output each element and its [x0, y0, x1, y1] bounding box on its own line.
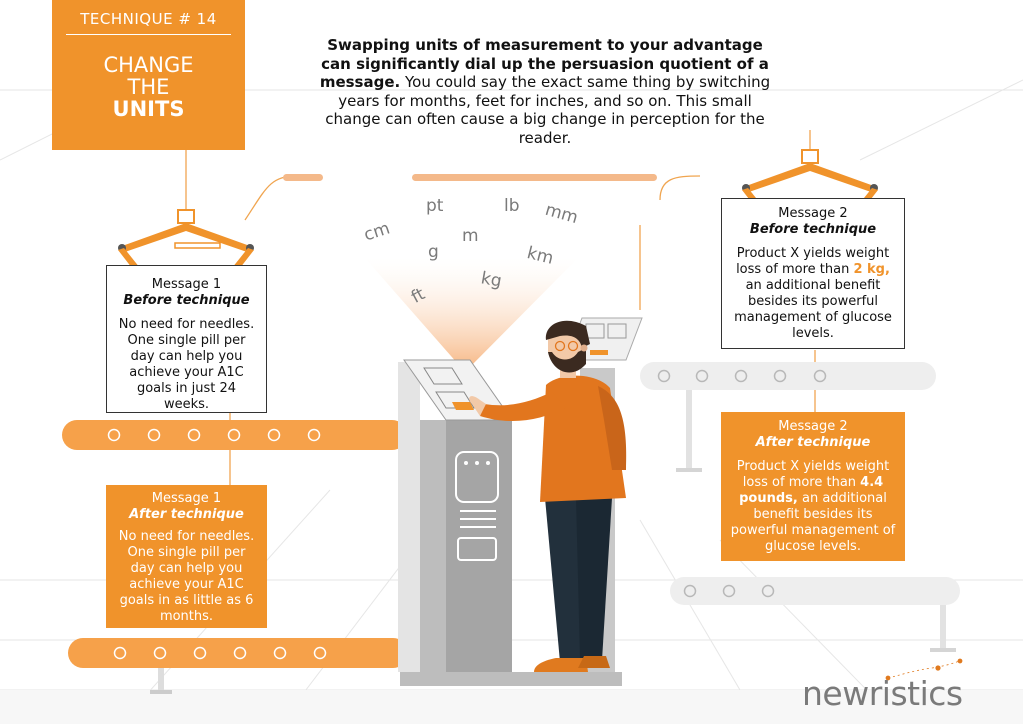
unit-label: pt — [426, 196, 444, 216]
technique-title-box: TECHNIQUE # 14 CHANGE THE UNITS — [52, 0, 245, 150]
card-body-text: an additional benefit besides its powerf… — [730, 491, 896, 554]
conveyor-left-top — [62, 420, 407, 450]
card-subtitle: After technique — [129, 507, 244, 522]
card-body-highlight: 4.4 pounds, — [739, 475, 884, 506]
top-bar-left — [283, 174, 323, 181]
conveyor-right-bottom — [670, 577, 960, 652]
projection-cone — [365, 258, 578, 372]
title-divider — [66, 34, 231, 35]
technique-number: TECHNIQUE # 14 — [80, 10, 217, 28]
card-subtitle: Before technique — [123, 293, 250, 308]
card-subtitle: After technique — [755, 435, 871, 450]
card-title: Message 1 — [151, 277, 222, 292]
logo-dots — [885, 658, 963, 681]
message2-after-card: Message 2 After technique Product X yiel… — [721, 412, 905, 561]
intro-paragraph: Swapping units of measurement to your ad… — [312, 36, 778, 148]
card-subtitle: Before technique — [749, 222, 877, 237]
card-body-text: an additional benefit besides its powerf… — [734, 278, 892, 341]
title-line-2: THE — [127, 75, 170, 99]
newristics-logo: newristics — [802, 674, 963, 713]
intro-rest: You could say the exact same thing by sw… — [325, 73, 771, 147]
conveyor-left-bottom — [68, 638, 408, 694]
card-body-text: Product X yields weight loss of more tha… — [736, 246, 890, 277]
man-figure — [469, 320, 627, 672]
intro-bold: Swapping units of measurement to your ad… — [319, 36, 769, 92]
top-bar-center — [412, 174, 657, 181]
card-body-highlight: 2 kg, — [853, 262, 890, 277]
message1-before-card: Message 1 Before technique No need for n… — [106, 265, 267, 413]
message1-after-card: Message 1 After technique No need for ne… — [106, 485, 267, 628]
conveyor-right-top — [640, 362, 936, 472]
unit-label: lb — [504, 196, 520, 216]
card-title: Message 2 — [778, 419, 848, 434]
card-body: Product X yields weight loss of more tha… — [730, 459, 896, 555]
card-body: No need for needles. One single pill per… — [118, 317, 255, 412]
card-body: No need for needles. One single pill per… — [118, 529, 255, 624]
title-line-1: CHANGE — [103, 53, 194, 77]
message2-before-card: Message 2 Before technique Product X yie… — [721, 198, 905, 349]
unit-label: m — [462, 226, 479, 246]
card-title: Message 1 — [151, 491, 222, 506]
card-body-text: Product X yields weight loss of more tha… — [736, 459, 890, 490]
unit-label: kg — [479, 268, 504, 292]
title-line-3: UNITS — [112, 97, 185, 121]
claw-left — [118, 209, 254, 268]
card-title: Message 2 — [778, 206, 848, 221]
card-body: Product X yields weight loss of more tha… — [730, 246, 896, 342]
unit-label: g — [428, 242, 439, 262]
